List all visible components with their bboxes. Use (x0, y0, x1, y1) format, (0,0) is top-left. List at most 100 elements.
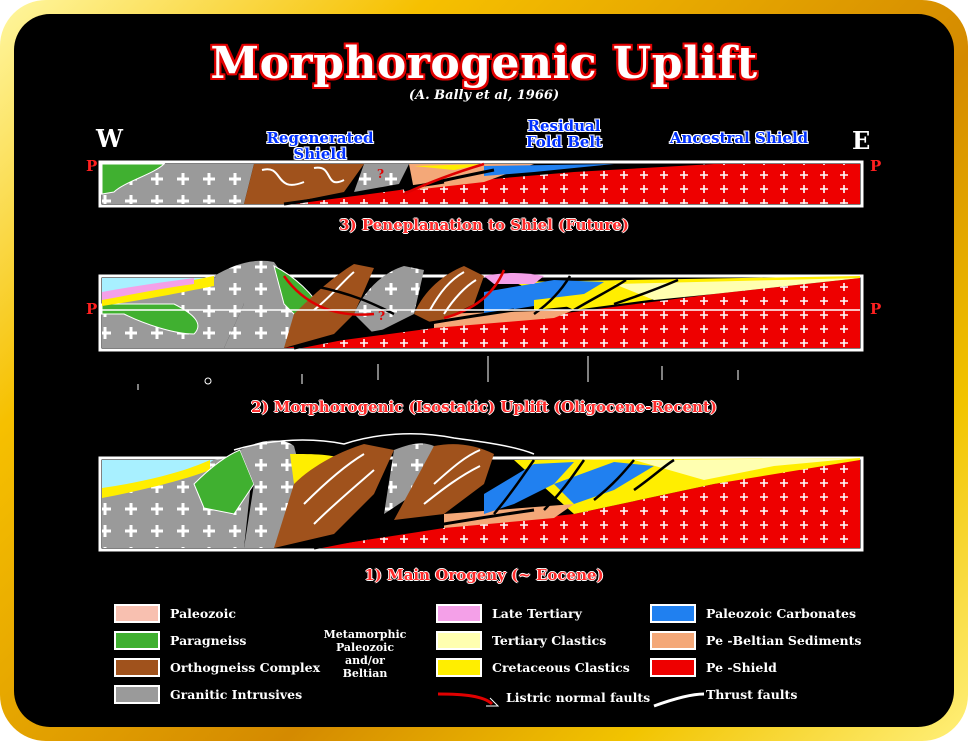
section-1-paragneiss-west (193, 449, 255, 515)
ancestral-shield-label: Ancestral Shield (669, 129, 809, 147)
legend-swatch-cretaceous-clastics (436, 658, 482, 677)
section-1-foliation-2 (423, 449, 481, 505)
legend-swatch-orthogneiss (114, 658, 160, 677)
section-2-late-tertiary-east (484, 273, 544, 284)
legend-label-granitic: Granitic Intrusives (170, 687, 303, 702)
section-2-cretaceous-mid (534, 294, 584, 310)
section-2-shield (284, 278, 860, 348)
section-1-granite-central (384, 443, 434, 514)
legend-listric-arrow (486, 697, 500, 707)
section-2-thrust-2 (313, 284, 395, 316)
section-1-thrust-5 (633, 458, 675, 492)
section-2-thrust-1 (293, 308, 515, 350)
legend-label-pe-beltian: Pe -Beltian Sediments (706, 633, 862, 648)
legend-label-paleozoic-carbonates: Paleozoic Carbonates (706, 606, 857, 621)
section-2-listric-2 (443, 269, 506, 320)
section-1-sky (102, 460, 214, 490)
section-2-tertiary-east (614, 278, 860, 300)
section-1-beltian (444, 504, 574, 528)
section-1-orthogneiss-2 (394, 444, 494, 520)
section-3-granite-east (354, 164, 409, 192)
residual-fold-belt-label: Residual Fold Belt (514, 118, 614, 150)
section-1-thrust-4 (593, 459, 635, 501)
section-1-orogeny (98, 432, 864, 552)
section-1-granite-dome (240, 440, 304, 548)
citation: (A. Bally et al, 1966) (408, 88, 560, 103)
residual-line-2: Fold Belt (525, 133, 603, 151)
west-label: W (96, 124, 123, 153)
section-2-orthogneiss-1 (284, 264, 374, 348)
stage-2-caption: 2) Morphorogenic (Isostatic) Uplift (Oli… (251, 398, 717, 416)
section-1-orthogneiss-1 (274, 444, 394, 548)
legend-swatch-granitic (114, 685, 160, 704)
residual-line-1: Residual (527, 117, 601, 135)
legend-label-late-tertiary: Late Tertiary (492, 606, 582, 621)
page-title: Morphorogenic Uplift (210, 38, 758, 89)
cross-sections: ? (98, 160, 864, 708)
section-3-orthogneiss (244, 164, 364, 204)
legend-label-cretaceous-clastics: Cretaceous Clastics (492, 660, 630, 675)
p-marker-top-right: P (870, 157, 882, 175)
legend-label-paleozoic: Paleozoic (170, 606, 236, 621)
legend-metamorphic-line-1: Metamorphic (323, 628, 407, 641)
p-marker-top-left: P (86, 157, 98, 175)
legend-label-tertiary-clastics: Tertiary Clastics (492, 633, 607, 648)
section-2-thrust-4 (573, 278, 627, 312)
uplift-arrows (137, 356, 739, 390)
section-2-carbonates (484, 280, 604, 314)
section-1-topography (233, 432, 535, 455)
legend-label-orthogneiss: Orthogneiss Complex (170, 660, 321, 675)
section-3-paragneiss (101, 163, 166, 195)
legend-swatch-late-tertiary (436, 604, 482, 623)
diagram-canvas: Morphorogenic Uplift (A. Bally et al, 19… (14, 14, 954, 727)
section-2-beltian (434, 310, 574, 328)
uplift-arrow-2 (204, 377, 212, 385)
section-1-foliation-1 (303, 453, 375, 525)
section-2-late-tertiary-west (102, 278, 194, 300)
stage-1-caption: 1) Main Orogeny (~ Eocene) (364, 566, 604, 584)
section-3-gneiss-foliation (261, 166, 345, 186)
legend-swatch-paleozoic (114, 604, 160, 623)
legend-label-thrust: Thrust faults (706, 687, 798, 702)
regenerated-shield-label: Regenerated Shield (266, 129, 374, 163)
legend-swatch-paleozoic-carbonates (650, 604, 696, 623)
section-2-paragneiss-west (101, 303, 199, 335)
stage-3-caption: 3) Peneplanation to Shiel (Future) (339, 216, 629, 234)
section-2-listric-1 (282, 275, 375, 316)
legend-swatch-pe-shield (650, 658, 696, 677)
legend-label-paragneiss: Paragneiss (170, 633, 247, 648)
legend-listric-line (437, 692, 494, 706)
legend-metamorphic-line-4: Beltian (342, 667, 388, 680)
section-3-carbonates (484, 164, 614, 176)
section-3-thrust-2 (403, 168, 495, 192)
section-3-shield (284, 164, 860, 204)
legend-metamorphic-line-2: Paleozoic (335, 641, 395, 654)
section-1-tertiary-east (634, 458, 860, 480)
section-1-carbonates-2 (554, 462, 654, 504)
section-1-shield (314, 458, 860, 548)
legend-metamorphic-group: Metamorphic Paleozoic and/or Beltian (320, 628, 410, 680)
section-3-peneplanation: ? (98, 160, 864, 208)
section-1-thrust-2 (493, 459, 536, 515)
legend-thrust-line (653, 692, 705, 708)
section-2-thrust-5 (613, 278, 679, 306)
section-3-listric (403, 162, 485, 196)
legend-label-pe-shield: Pe -Shield (706, 660, 777, 675)
section-1-carbonates (484, 462, 574, 514)
legend-swatch-pe-beltian (650, 631, 696, 650)
p-marker-mid-left: P (86, 300, 98, 318)
section-1-cretaceous-west (102, 460, 210, 498)
east-label: E (852, 126, 871, 155)
p-marker-mid-right: P (870, 300, 882, 318)
section-3-question: ? (377, 167, 384, 181)
section-2-granite-central (354, 266, 424, 334)
legend-swatch-paragneiss (114, 631, 160, 650)
section-1-thrust-1 (313, 508, 535, 550)
legend-swatch-tertiary-clastics (436, 631, 482, 650)
section-3-cretaceous (414, 164, 484, 170)
section-2-question: ? (378, 309, 385, 323)
legend-metamorphic-line-3: and/or (345, 654, 385, 667)
section-2-uplift: ? (98, 260, 864, 352)
legend-label-listric: Listric normal faults (506, 690, 651, 705)
section-1-thrust-3 (543, 459, 586, 511)
